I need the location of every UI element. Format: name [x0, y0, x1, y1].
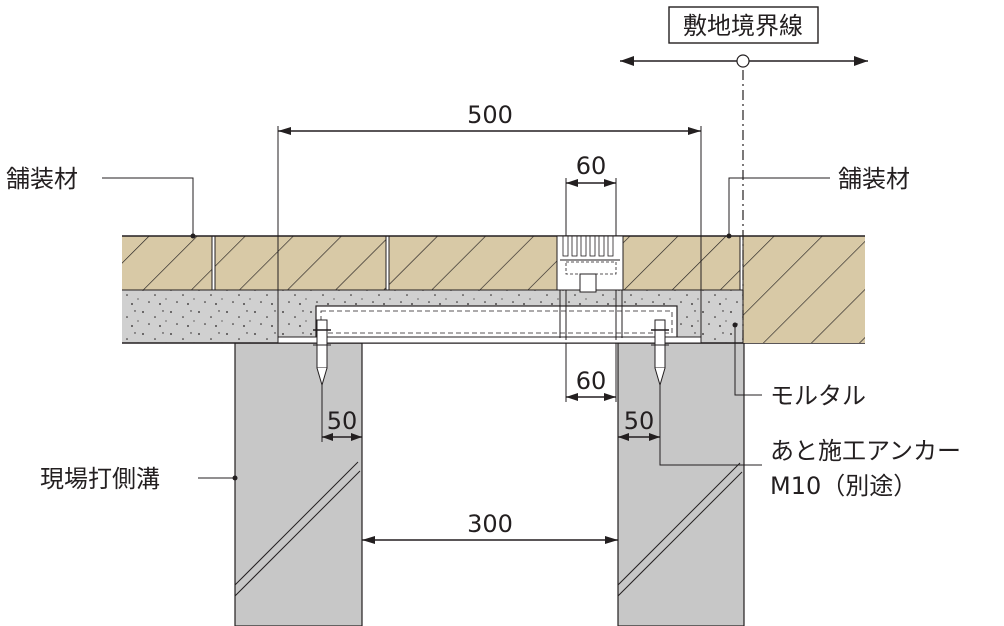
dim-grate-top [565, 178, 617, 236]
leader-lines [102, 177, 830, 481]
dim-anchor-right [618, 433, 660, 441]
dim-trench-width [362, 536, 618, 544]
paving-left-label: 舗装材 [6, 165, 78, 193]
dim-trench-width-label: 300 [467, 510, 513, 538]
dim-anchor-left-label: 50 [327, 407, 358, 435]
dim-anchor-right-label: 50 [624, 407, 655, 435]
dim-grate-top-label: 60 [576, 152, 607, 180]
dim-total-width-label: 500 [467, 101, 513, 129]
dim-total-width [277, 126, 702, 343]
paving-right-label: 舗装材 [838, 165, 910, 193]
dim-anchor-left [321, 385, 362, 442]
drain-channel [277, 235, 702, 344]
dim-grate-bottom-label: 60 [576, 367, 607, 395]
dim-grate-bottom [565, 343, 617, 402]
mortar-label: モルタル [770, 382, 866, 410]
anchor-left [313, 319, 331, 387]
trench-label: 現場打側溝 [40, 465, 160, 493]
trench-walls [234, 342, 745, 626]
anchor-spec-label: M10（別途） [770, 472, 917, 500]
paving-layer [122, 235, 865, 343]
boundary-label: 敷地境界線 [683, 12, 803, 40]
anchor-label: あと施工アンカー [770, 437, 961, 465]
site-boundary [620, 6, 868, 343]
